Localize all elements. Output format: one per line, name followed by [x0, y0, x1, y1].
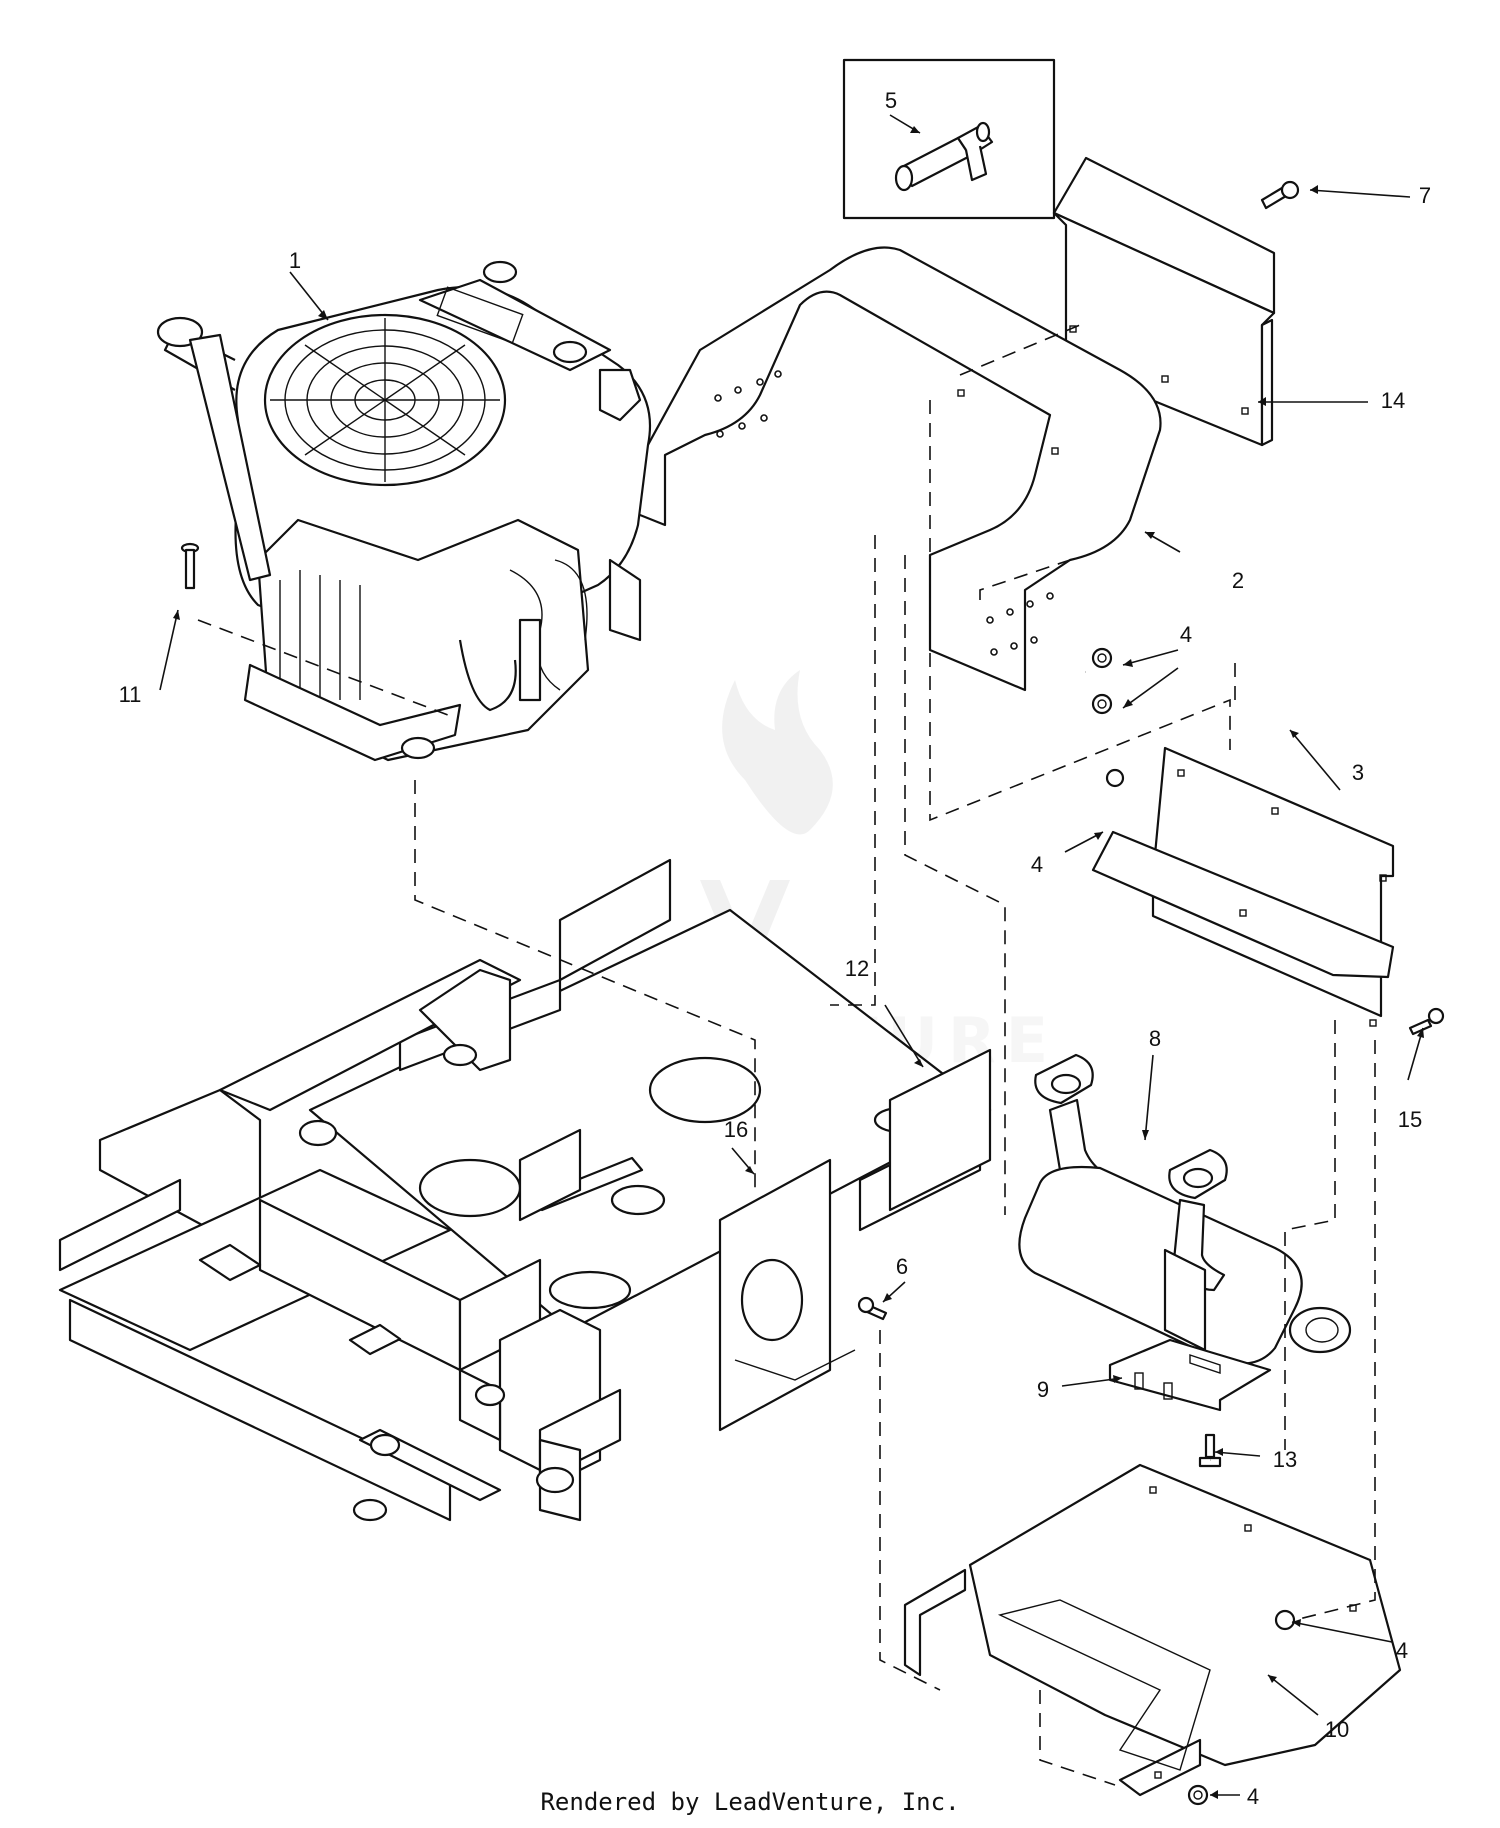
callout-12: 12	[845, 956, 869, 981]
part-6-screw	[857, 1296, 888, 1321]
callout-labels: 1 2 3 4 4 4 4 5 6 7 8 9 10 11 12 13 14 1…	[119, 88, 1432, 1809]
callout-15: 15	[1398, 1107, 1422, 1132]
callout-11: 11	[119, 682, 142, 707]
part-13-screw	[1198, 1433, 1222, 1468]
chassis-frame	[58, 858, 992, 1522]
part-7-screw	[1260, 180, 1300, 210]
part-10-deflector	[903, 1463, 1402, 1797]
part-4-nut-upper	[1091, 647, 1113, 715]
callout-8: 8	[1149, 1026, 1161, 1051]
callout-4a: 4	[1180, 622, 1192, 647]
callout-10: 10	[1325, 1717, 1349, 1742]
part-4-nut-lower	[1187, 1784, 1209, 1806]
callout-14: 14	[1381, 388, 1405, 413]
callout-7: 7	[1419, 183, 1431, 208]
part-3-plate	[1091, 746, 1395, 1027]
callout-3: 3	[1352, 760, 1364, 785]
callout-5: 5	[885, 88, 897, 113]
part-2-bracket	[613, 246, 1162, 692]
assembly-lines	[197, 324, 1376, 1786]
callout-4b: 4	[1031, 852, 1043, 877]
part-15-screw	[1408, 1007, 1445, 1036]
part-5-detail-box	[842, 58, 1056, 220]
part-11-bolt	[180, 542, 200, 590]
leader-lines	[159, 114, 1424, 1799]
callout-1: 1	[289, 248, 301, 273]
callout-4d: 4	[1247, 1784, 1259, 1809]
callout-4c: 4	[1396, 1638, 1408, 1663]
part-8-muffler	[1018, 1053, 1352, 1365]
callout-13: 13	[1273, 1447, 1297, 1472]
part-14-heat-shield	[1052, 156, 1276, 447]
callout-2: 2	[1232, 568, 1244, 593]
callout-6: 6	[896, 1254, 908, 1279]
callout-16: 16	[724, 1117, 748, 1142]
callout-9: 9	[1037, 1377, 1049, 1402]
part-1-engine	[156, 260, 652, 762]
footer-credit: Rendered by LeadVenture, Inc.	[540, 1788, 960, 1816]
